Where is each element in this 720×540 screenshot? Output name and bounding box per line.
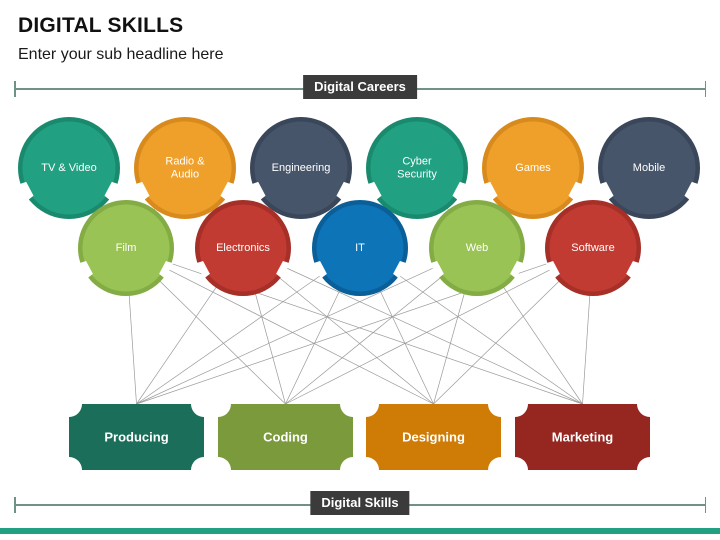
connector-line: [433, 293, 465, 405]
axis-cap-left: [14, 497, 16, 513]
career-node-radio-audio[interactable]: Radio &Audio: [134, 117, 236, 219]
skill-banner-marketing[interactable]: Marketing: [515, 404, 650, 470]
career-node-mobile[interactable]: Mobile: [598, 117, 700, 219]
connector-line: [285, 268, 552, 405]
footer-accent-bar: [0, 528, 720, 534]
connector-line: [503, 286, 583, 405]
career-node-engineering[interactable]: Engineering: [250, 117, 352, 219]
connector-line: [398, 274, 583, 405]
connector-line: [379, 290, 434, 405]
skill-banner-coding[interactable]: Coding: [218, 404, 353, 470]
banner-shape: [69, 404, 204, 470]
page-title: DIGITAL SKILLS: [18, 14, 184, 37]
connector-line: [582, 294, 591, 405]
connector-line: [167, 268, 434, 405]
skill-banner-producing[interactable]: Producing: [69, 404, 204, 470]
connector-line: [279, 277, 434, 405]
connector-line: [136, 267, 435, 405]
connector-line: [285, 277, 441, 405]
career-node-games[interactable]: Games: [482, 117, 584, 219]
axis-cap-right: [704, 81, 706, 97]
digital-skills-axis: Digital Skills: [14, 491, 706, 516]
banner-shape: [515, 404, 650, 470]
banner-shape: [218, 404, 353, 470]
digital-skills-label: Digital Skills: [310, 491, 410, 515]
connector-line: [136, 274, 322, 405]
career-node-web[interactable]: Web: [429, 200, 525, 296]
banner-shape: [366, 404, 501, 470]
connector-line: [285, 290, 341, 405]
digital-careers-axis: Digital Careers: [14, 75, 706, 100]
connector-line: [255, 293, 286, 405]
career-node-tv-video[interactable]: TV & Video: [18, 117, 120, 219]
connector-line: [159, 280, 286, 405]
skill-banner-designing[interactable]: Designing: [366, 404, 501, 470]
connector-line: [136, 286, 217, 405]
connector-line: [285, 267, 583, 405]
career-node-it[interactable]: IT: [312, 200, 408, 296]
career-node-film[interactable]: Film: [78, 200, 174, 296]
career-node-electronics[interactable]: Electronics: [195, 200, 291, 296]
connector-line: [433, 280, 560, 405]
connectors-layer: [97, 206, 622, 405]
axis-cap-left: [14, 81, 16, 97]
connector-line: [128, 294, 137, 405]
career-node-software[interactable]: Software: [545, 200, 641, 296]
digital-careers-label: Digital Careers: [303, 75, 417, 99]
page-subtitle: Enter your sub headline here: [18, 46, 224, 63]
axis-cap-right: [704, 497, 706, 513]
